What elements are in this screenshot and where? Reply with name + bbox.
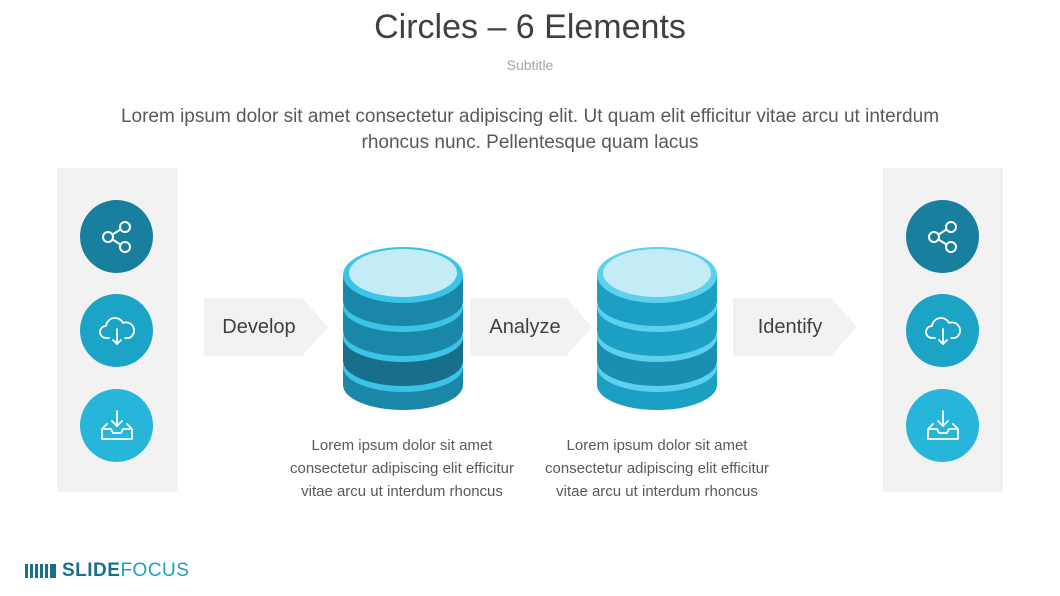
logo-bars-icon <box>25 564 56 578</box>
page-title: Circles – 6 Elements <box>374 8 686 46</box>
database-stack-icon <box>341 245 465 413</box>
step-label-identify: Identify <box>757 316 823 338</box>
brand-name: SLIDEFOCUS <box>62 560 189 582</box>
arrow-identify <box>733 298 857 356</box>
inbox-download-icon <box>906 389 979 462</box>
share-icon <box>906 200 979 273</box>
stack-description-2: Lorem ipsum dolor sit amet consectetur a… <box>544 437 769 500</box>
brand-name-bold: SLIDE <box>62 560 121 581</box>
inbox-download-icon <box>80 389 153 462</box>
cloud-download-icon <box>80 294 153 367</box>
step-label-analyze: Analyze <box>489 316 561 338</box>
brand-name-light: FOCUS <box>120 560 190 581</box>
arrow-develop <box>204 298 328 356</box>
stack-description-1: Lorem ipsum dolor sit amet consectetur a… <box>289 437 514 500</box>
database-stack-icon <box>595 245 719 413</box>
share-icon <box>80 200 153 273</box>
step-label-develop: Develop <box>222 316 296 338</box>
cloud-download-icon <box>906 294 979 367</box>
right-icon-panel <box>883 168 1003 492</box>
left-icon-panel <box>57 168 177 492</box>
lead-paragraph: Lorem ipsum dolor sit amet consectetur a… <box>120 106 940 153</box>
arrow-analyze <box>470 298 592 356</box>
brand-logo: SLIDEFOCUS <box>25 560 189 582</box>
page-subtitle: Subtitle <box>506 57 554 73</box>
